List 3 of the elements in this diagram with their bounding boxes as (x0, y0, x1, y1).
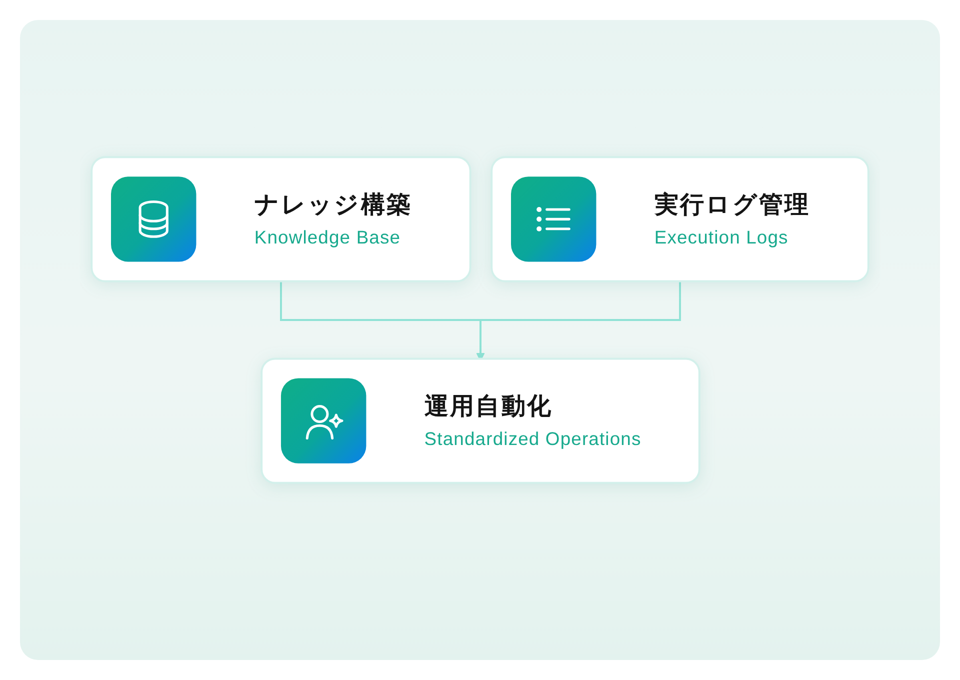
node-box: ナレッジ構築 Knowledge Base (90, 156, 472, 282)
node-box: 実行ログ管理 Execution Logs (490, 156, 870, 282)
node-box: 運用自動化 Standardized Operations (260, 358, 700, 484)
